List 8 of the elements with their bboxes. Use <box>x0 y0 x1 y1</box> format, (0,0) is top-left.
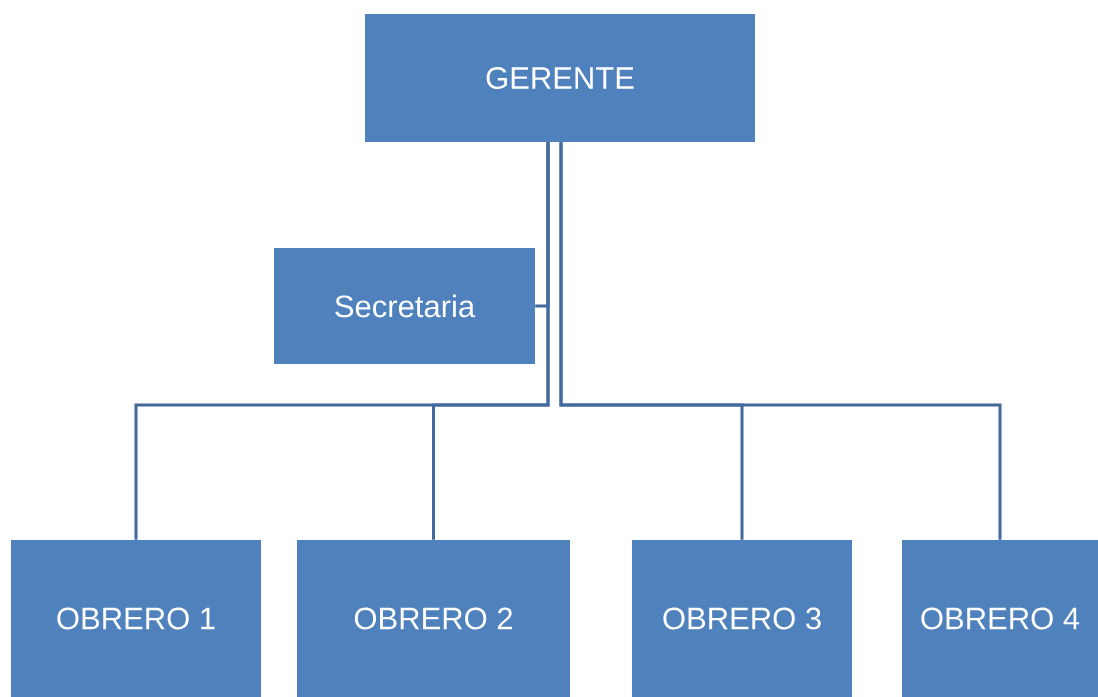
org-box: GERENTE <box>365 14 755 142</box>
org-box: Secretaria <box>274 248 535 364</box>
org-box: OBRERO 2 <box>297 540 570 697</box>
connector-line <box>432 142 550 540</box>
connector-line <box>559 142 1002 540</box>
org-box: OBRERO 4 <box>902 540 1098 697</box>
org-box: OBRERO 3 <box>632 540 852 697</box>
org-box: OBRERO 1 <box>11 540 261 697</box>
